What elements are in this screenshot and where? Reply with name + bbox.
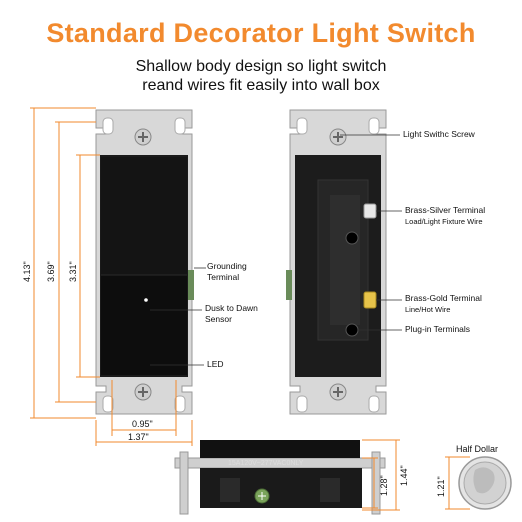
back-switch: [286, 109, 402, 415]
total-depth-dim: 1.44": [399, 465, 409, 486]
led-label: LED: [207, 359, 224, 369]
dusk-to-dawn-sensor-label: Dusk to Dawn Sensor: [205, 303, 258, 324]
coin-diameter-dim: 1.21": [436, 476, 446, 497]
light-switch-screw-label: Light Swithc Screw: [403, 129, 475, 139]
mid-height-dim: 3.69": [46, 261, 56, 282]
front-switch: [95, 109, 206, 415]
total-height-dim: 4.13": [22, 261, 32, 282]
plug-in-terminals-label: Plug-in Terminals: [405, 324, 471, 334]
brass-gold-terminal-label: Brass-Gold Terminal Line/Hot Wire: [405, 293, 482, 314]
side-rating-text: 15A120V~277VAC0NLY: [228, 460, 304, 467]
page-title: Standard Decorator Light Switch: [46, 18, 476, 48]
subtitle-line-2: reand wires fit easily into wall box: [142, 77, 380, 94]
coin-label: Half Dollar: [456, 444, 499, 454]
inner-height-dim: 3.31": [68, 261, 78, 282]
grounding-terminal-label: Grounding Terminal: [207, 261, 247, 282]
width-dimensions: [95, 380, 193, 446]
height-dimensions: [30, 107, 100, 419]
brass-silver-terminal-label: Brass-Silver Terminal Load/Light Fixture…: [405, 205, 486, 226]
half-dollar-coin: [458, 456, 512, 510]
plate-width-dim: 1.37": [128, 432, 149, 442]
side-view: [174, 440, 386, 515]
body-depth-dim: 1.28": [379, 475, 389, 496]
rocker-width-dim: 0.95": [132, 419, 153, 429]
coin-dimension: [445, 456, 470, 510]
depth-dimensions: [362, 439, 400, 511]
subtitle-line-1: Shallow body design so light switch: [135, 58, 387, 75]
